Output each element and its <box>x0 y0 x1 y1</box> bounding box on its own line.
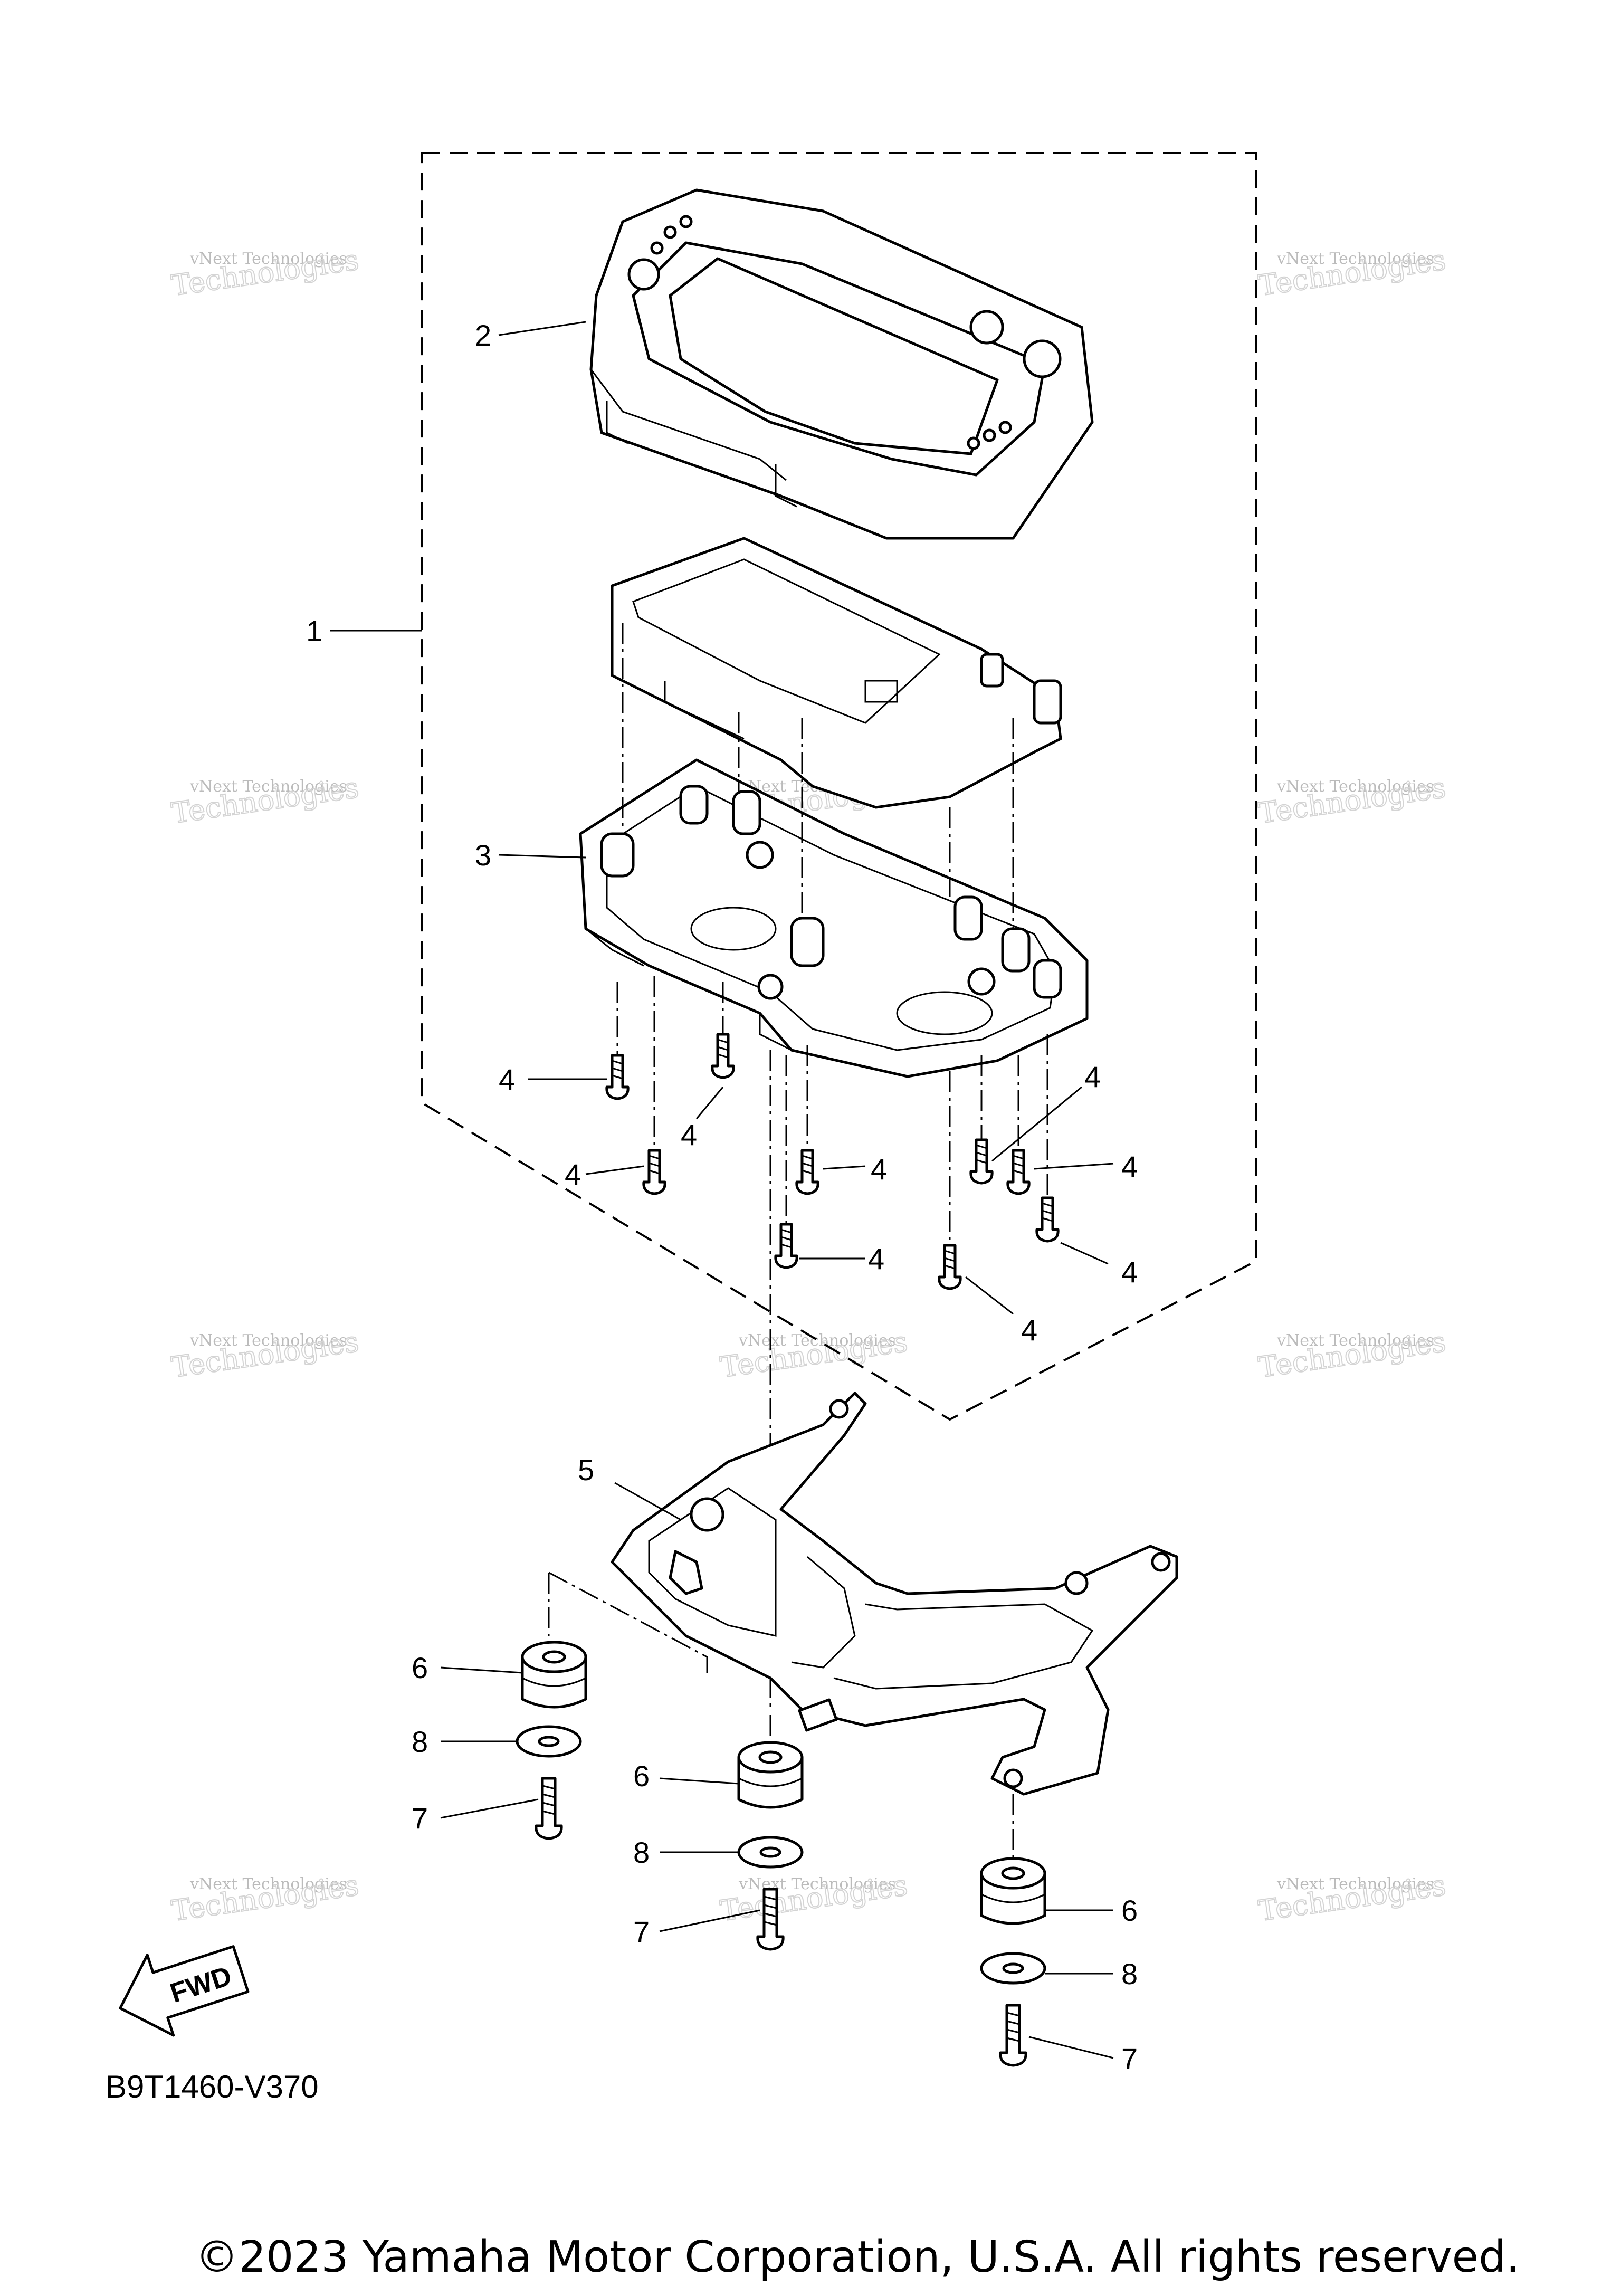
watermark: vNext Technologies Technologies <box>169 770 361 831</box>
meter-bracket <box>611 1392 1178 1796</box>
callout-5: 5 <box>578 1453 594 1487</box>
diagram-code: B9T1460-V370 <box>106 2069 319 2104</box>
callouts: 1 2 3 4 4 4 4 4 4 4 4 4 5 6 6 6 7 7 7 8 … <box>306 319 1138 2075</box>
grommet <box>521 1641 587 1709</box>
callout-4: 4 <box>868 1242 884 1275</box>
callout-8: 8 <box>633 1836 650 1869</box>
callout-7: 7 <box>633 1915 650 1948</box>
screw <box>642 1149 666 1195</box>
watermark: vNext Technologies Technologies <box>1256 770 1448 831</box>
fwd-arrow-icon: FWD <box>119 1945 250 2037</box>
screws-4 <box>605 1033 1060 1290</box>
screw <box>774 1223 798 1269</box>
callout-4: 4 <box>871 1152 887 1186</box>
grommet <box>980 1857 1046 1925</box>
copyright-notice: ©2023 Yamaha Motor Corporation, U.S.A. A… <box>195 2232 1520 2282</box>
grommets-6 <box>521 1641 1046 1925</box>
callout-8: 8 <box>1121 1957 1138 1990</box>
callout-6: 6 <box>633 1759 650 1793</box>
callout-4: 4 <box>1021 1313 1037 1347</box>
svg-text:vNext Technologies: vNext Technologies <box>189 250 347 268</box>
screw <box>1035 1196 1060 1243</box>
watermark: vNext Technologies Technologies <box>1256 243 1448 303</box>
callout-4: 4 <box>1121 1255 1138 1289</box>
screw <box>1006 1149 1031 1195</box>
screw <box>711 1033 735 1079</box>
bolts-7 <box>535 1777 1027 2067</box>
callout-6: 6 <box>1121 1894 1138 1927</box>
callout-6: 6 <box>412 1651 428 1684</box>
meter-display-board <box>611 537 1062 809</box>
assembly-boundary <box>421 152 1257 1421</box>
callout-4: 4 <box>681 1118 697 1151</box>
screw <box>795 1149 819 1195</box>
watermark: vNext Technologies Technologies <box>169 1325 361 1385</box>
callout-4: 4 <box>1084 1060 1101 1093</box>
watermark: vNext Technologies Technologies <box>718 1868 910 1928</box>
washer <box>980 1952 1046 1985</box>
svg-text:vNext Technologies: vNext Technologies <box>738 1331 896 1350</box>
washer <box>737 1836 804 1869</box>
watermark: vNext Technologies Technologies <box>1256 1868 1448 1928</box>
callout-1: 1 <box>306 614 322 647</box>
svg-text:vNext Technologies: vNext Technologies <box>189 1875 347 1893</box>
svg-text:vNext Technologies: vNext Technologies <box>189 1331 347 1350</box>
grommet <box>737 1741 804 1809</box>
watermark: vNext Technologies Technologies <box>169 243 361 303</box>
watermark: vNext Technologies Technologies <box>169 1868 361 1928</box>
callout-7: 7 <box>412 1802 428 1835</box>
callout-4: 4 <box>1121 1150 1138 1183</box>
watermark: vNext Technologies Technologies <box>718 1325 910 1385</box>
alignment-lines-upper <box>622 623 1014 929</box>
screw <box>969 1138 994 1185</box>
svg-text:vNext Technologies: vNext Technologies <box>1276 777 1434 796</box>
meter-cover <box>589 188 1094 540</box>
bolt <box>535 1777 563 1840</box>
svg-text:vNext Technologies: vNext Technologies <box>1276 1331 1434 1350</box>
svg-text:vNext Technologies: vNext Technologies <box>189 777 347 796</box>
svg-text:vNext Technologies: vNext Technologies <box>1276 250 1434 268</box>
callout-2: 2 <box>475 319 491 352</box>
bolt <box>999 2004 1027 2067</box>
callout-7: 7 <box>1121 2042 1138 2075</box>
callout-8: 8 <box>412 1725 428 1758</box>
leader-lines <box>330 321 1114 2059</box>
bolt <box>756 1888 785 1951</box>
screw <box>938 1244 962 1290</box>
callout-4: 4 <box>499 1063 515 1096</box>
meter-case <box>579 758 1089 1078</box>
screw <box>605 1054 630 1100</box>
washer <box>516 1725 582 1758</box>
watermark: vNext Technologies Technologies <box>1256 1325 1448 1385</box>
callout-4: 4 <box>565 1158 581 1191</box>
callout-3: 3 <box>475 839 491 872</box>
svg-text:vNext Technologies: vNext Technologies <box>1276 1875 1434 1893</box>
